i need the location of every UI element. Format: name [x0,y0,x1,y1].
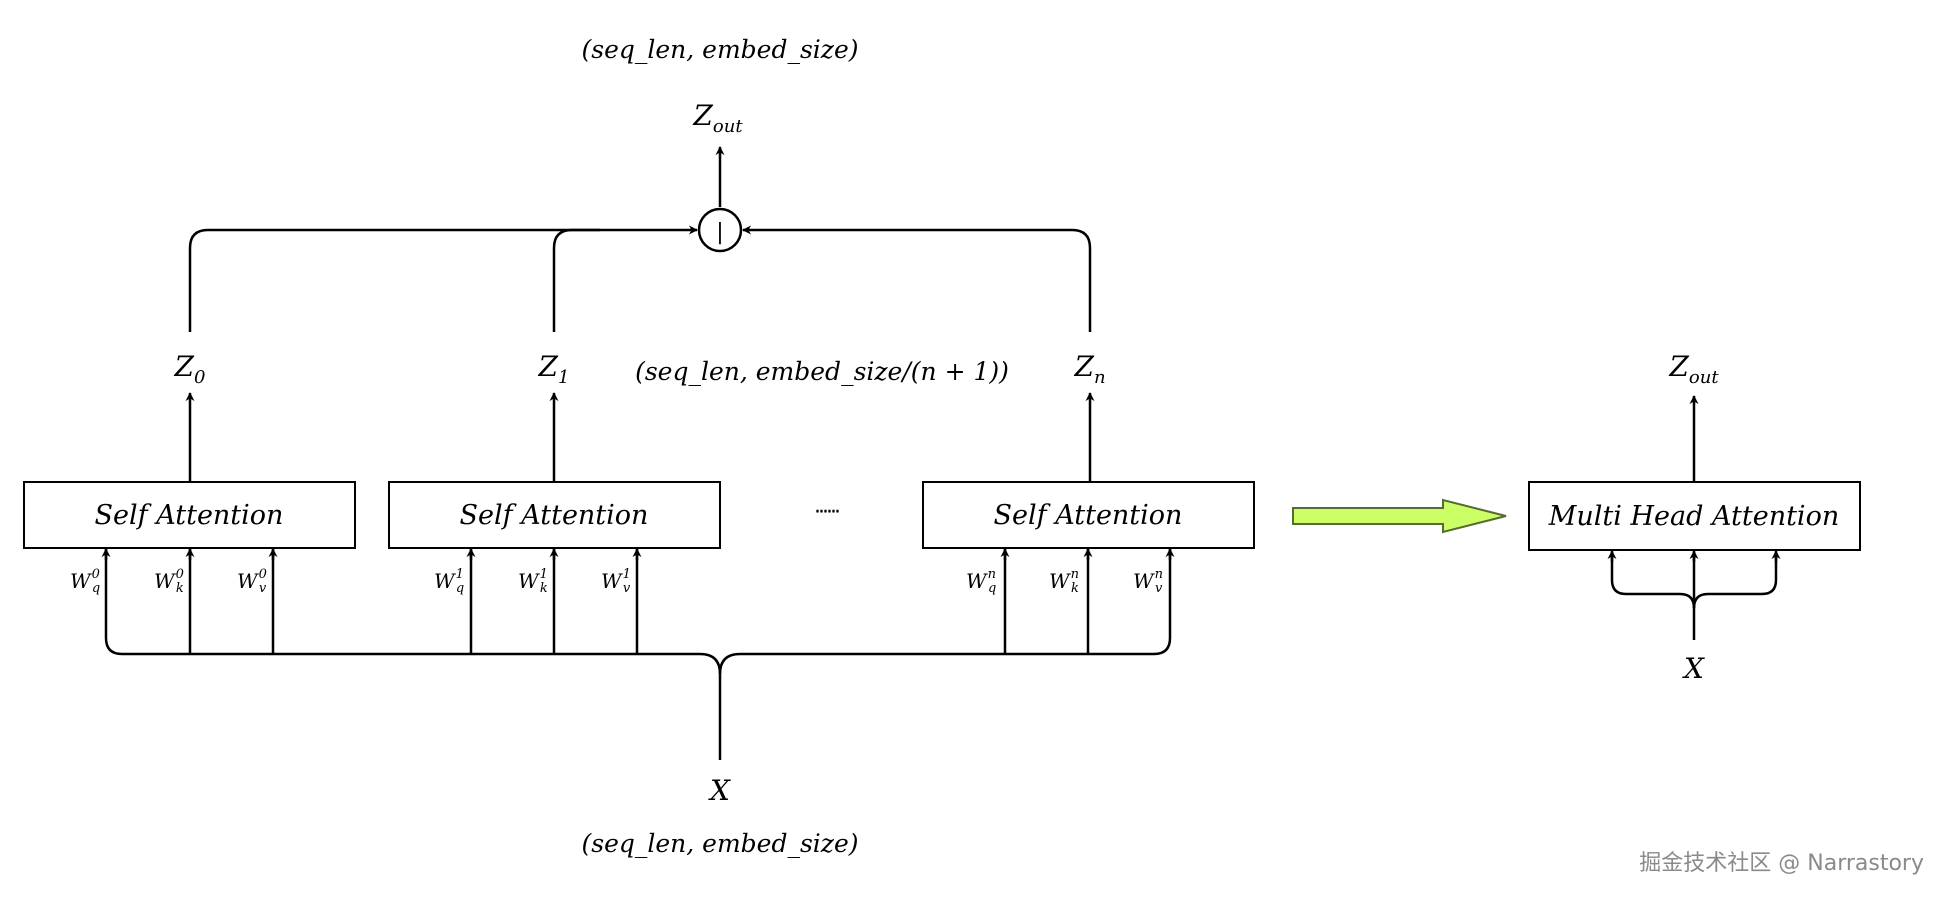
zn-to-concat-line [742,225,1092,332]
ellipsis: ······ [814,500,839,525]
concat-symbol: | [716,220,723,245]
multi-head-attention-box [1528,481,1861,551]
self-attention-label-0: Self Attention [95,500,284,531]
z1-to-concat-line [552,228,600,332]
z0-to-concat-line [188,225,698,332]
concat-node [697,207,743,253]
self-attention-box-n [922,481,1255,549]
watermark: 掘金技术社区 @ Narrastory [1639,851,1924,876]
weight-arrowheads [101,548,1175,560]
transition-arrow [1292,498,1507,534]
mha-input-arrowheads [1607,550,1781,562]
mha-input-x-label: X [1682,652,1705,685]
self-attention-label-n: Self Attention [994,500,1183,531]
self-attention-label-1: Self Attention [460,500,649,531]
mid-shape-label: (seq_len, embed_size/(n + 1)) [635,357,1009,386]
zn-label: Zn [1073,350,1105,388]
top-shape-label: (seq_len, embed_size) [581,35,858,64]
input-x-label: X [708,774,731,807]
z-out-label: Zout [692,99,743,137]
z0-label: Z0 [174,350,206,388]
multi-head-attention-label: Multi Head Attention [1548,501,1839,532]
bottom-shape-label: (seq_len, embed_size) [581,829,858,858]
self-attention-box-0 [23,481,356,549]
input-fanout-lines [104,548,1172,760]
mha-input-lines [1610,552,1778,640]
self-attention-box-1 [388,481,721,549]
z1-label: Z1 [538,350,570,388]
mha-z-out-label: Zout [1668,350,1719,388]
